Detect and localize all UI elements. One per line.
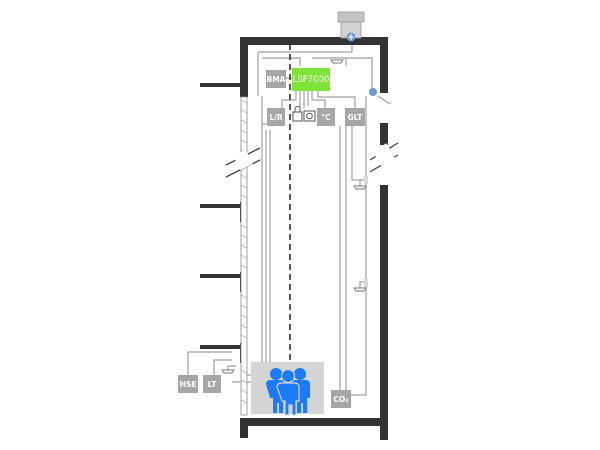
box-glt: GLT — [345, 108, 365, 126]
smoke-detector-icon — [353, 176, 368, 190]
camera-icon — [303, 110, 316, 122]
break-gap-left — [233, 149, 253, 171]
box-lt: LT — [203, 375, 221, 393]
right-wall-lower — [380, 185, 388, 440]
svg-text:LT: LT — [208, 380, 218, 389]
svg-text:L/R: L/R — [269, 113, 283, 122]
fan-icon — [369, 88, 377, 96]
landing-4 — [200, 345, 242, 349]
box-lr: L/R — [267, 108, 285, 126]
shaft-floor — [240, 418, 388, 426]
side-vent — [369, 88, 391, 105]
svg-text:CO₂: CO₂ — [333, 395, 348, 404]
svg-text:HSE: HSE — [180, 380, 197, 389]
svg-text:GLT: GLT — [348, 113, 364, 122]
landing-2 — [200, 204, 242, 208]
break-marks — [225, 142, 399, 178]
right-wall-mid — [380, 123, 388, 145]
box-hse: HSE — [178, 375, 198, 393]
box-co2: CO₂ — [331, 390, 351, 408]
people-icon — [266, 368, 310, 416]
box-bma: BMA — [266, 70, 286, 88]
box-temperature: °C — [317, 108, 335, 126]
smoke-detector-icon — [330, 59, 344, 64]
break-gap-right — [372, 143, 396, 167]
landing-top — [200, 83, 242, 87]
smoke-detector-icon — [353, 279, 368, 292]
smoke-detector-icon — [221, 369, 235, 374]
svg-text:LSF7000: LSF7000 — [293, 75, 330, 85]
elevator-cabin — [251, 362, 324, 416]
roof-vent — [337, 11, 365, 42]
landing-3 — [200, 274, 242, 278]
controller-lsf7000: LSF7000 — [292, 68, 330, 91]
lock-icon — [292, 106, 303, 122]
shaft-roof — [240, 37, 388, 45]
left-wall-hatched — [240, 96, 248, 416]
floor-foot — [240, 426, 248, 438]
left-wall-upper — [240, 37, 248, 97]
svg-text:°C: °C — [321, 113, 331, 122]
right-wall-upper — [380, 37, 388, 97]
wiring — [187, 38, 373, 396]
svg-text:BMA: BMA — [267, 75, 286, 84]
